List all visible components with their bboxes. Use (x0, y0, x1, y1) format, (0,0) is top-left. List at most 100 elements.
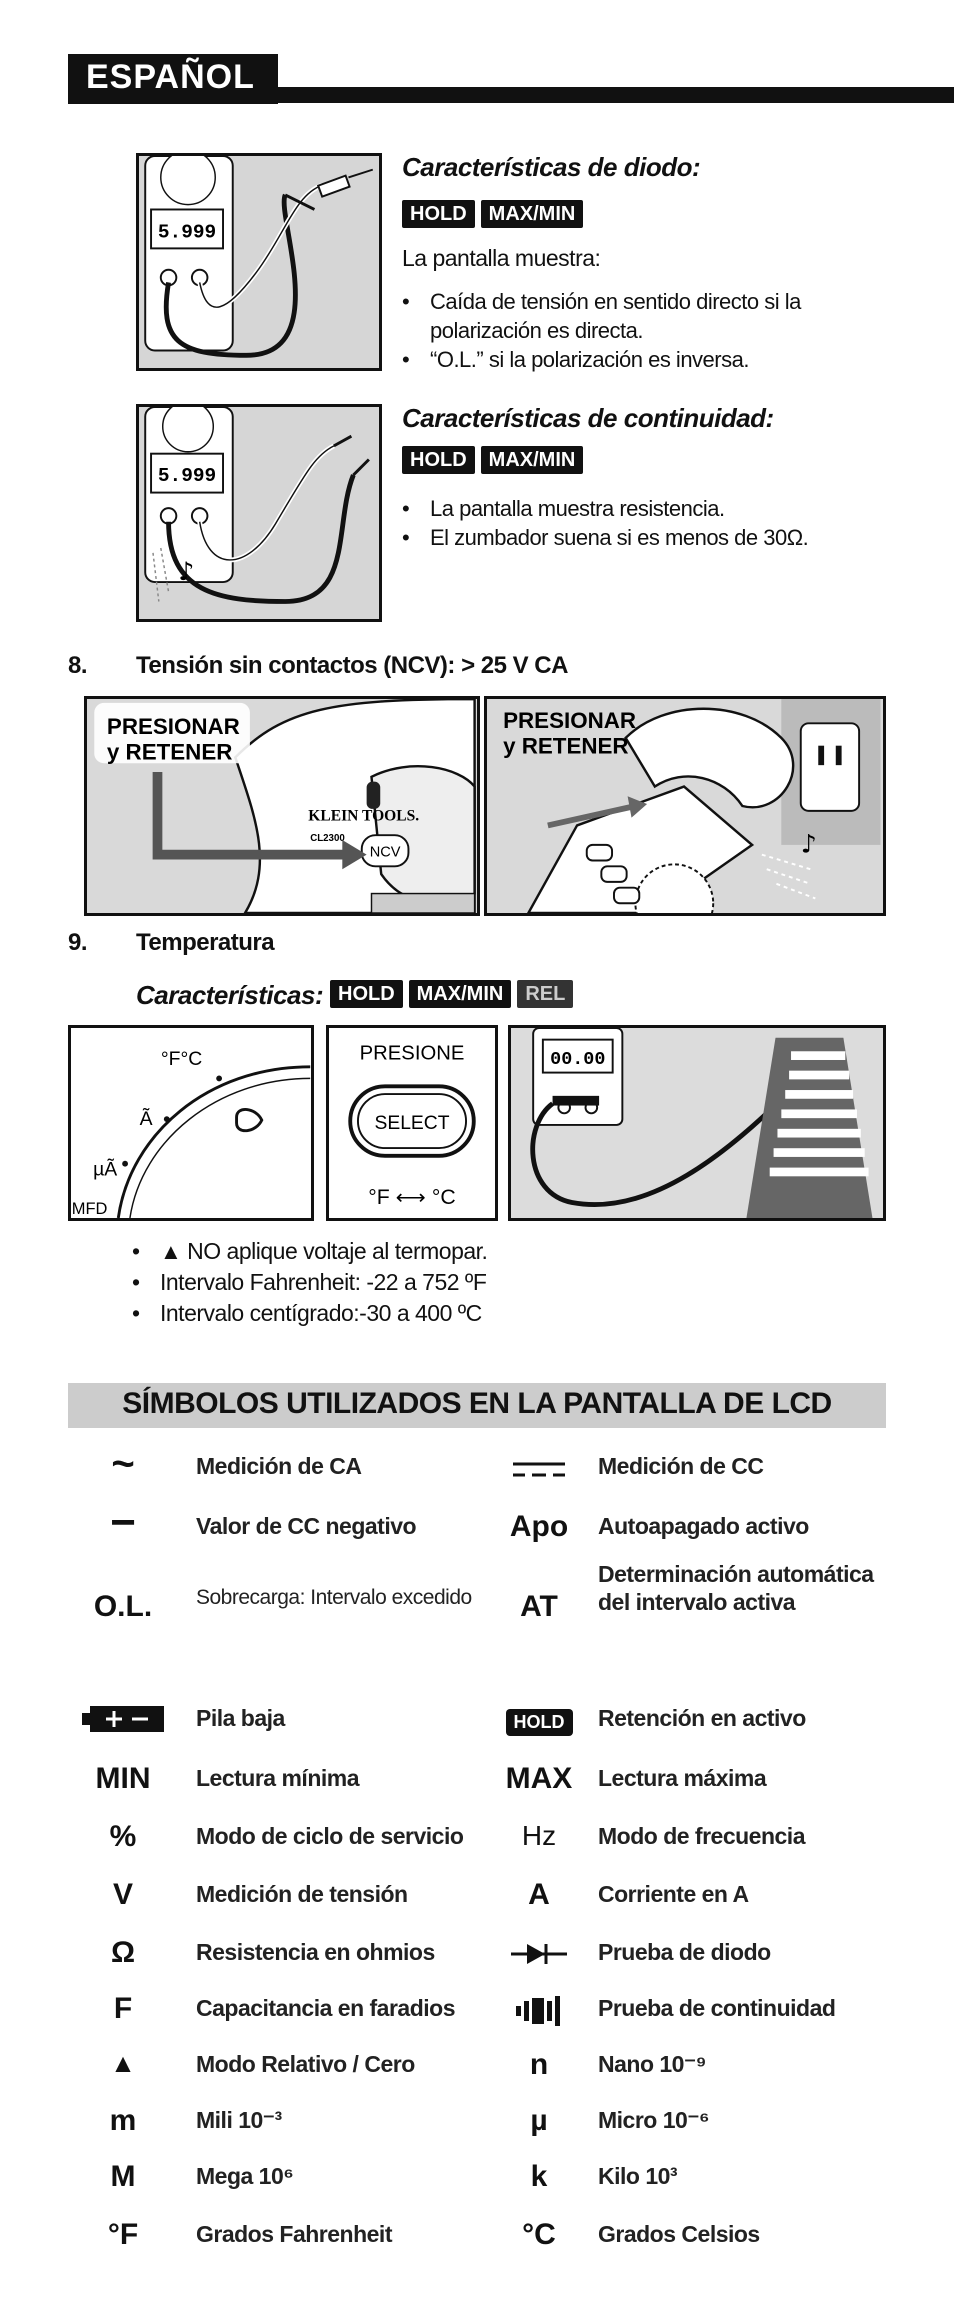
svg-text:PRESIONAR: PRESIONAR (503, 708, 636, 733)
section-number: 8. (68, 652, 88, 679)
symbol-description: Capacitancia en faradios (196, 1995, 456, 2021)
symbol-glyph: m (109, 2104, 137, 2137)
symbol-glyph: AT (520, 1590, 558, 1623)
symbol-glyph: °F (107, 2218, 139, 2251)
ncv-model: CL2300 (310, 833, 345, 844)
svg-text:y RETENER: y RETENER (503, 733, 628, 758)
section-title: Temperatura (136, 929, 275, 956)
symbol-glyph: k (530, 2160, 548, 2193)
symbol-glyph: µ (530, 2104, 548, 2137)
list-item: Intervalo centígrado:-30 a 400 ºC (130, 1298, 770, 1329)
symbol-description: Medición de CA (196, 1453, 362, 1479)
symbol-glyph: M (110, 2160, 136, 2193)
maxmin-badge: MAX/MIN (408, 980, 512, 1008)
symbol-glyph: O.L. (93, 1590, 153, 1623)
diode-bullets: Caída de tensión en sentido directo si l… (400, 287, 830, 374)
list-item: Intervalo Fahrenheit: -22 a 752 ºF (130, 1267, 770, 1298)
svg-text:PRESIONAR: PRESIONAR (107, 714, 240, 739)
ncv-illustration-left: KLEIN TOOLS. CL2300 NCV PRESIONAR y RETE… (84, 696, 480, 916)
hold-badge: HOLD (402, 200, 475, 228)
symbol-glyph: F (113, 1992, 133, 2025)
list-item: “O.L.” si la polarización es inversa. (400, 345, 830, 374)
svg-text:Ã: Ã (140, 1106, 153, 1130)
diode-illustration: 5.999 (136, 153, 382, 371)
continuity-lcd-reading: 5.999 (158, 465, 216, 487)
symbol-description: Prueba de continuidad (598, 1995, 836, 2021)
lcd-symbols-header-bar (68, 1383, 886, 1428)
symbol-description: Mili 10⁻³ (196, 2107, 282, 2133)
list-item: Caída de tensión en sentido directo si l… (400, 287, 830, 345)
unit-switch-label: °F ⟷ °C (368, 1186, 455, 1209)
symbol-description: Kilo 10³ (598, 2163, 678, 2189)
symbol-glyph: Apo (509, 1510, 569, 1543)
continuity-title: Características de continuidad: (402, 403, 774, 433)
rel-badge: REL (517, 980, 574, 1008)
language-tab: ESPAÑOL (68, 54, 278, 104)
dc-icon (484, 1450, 594, 1488)
symbol-glyph: − (110, 1498, 136, 1547)
lcd-symbols-title: SÍMBOLOS UTILIZADOS EN LA PANTALLA DE LC… (122, 1387, 832, 1420)
select-illustration: PRESIONE SELECT °F ⟷ °C (326, 1025, 498, 1221)
symbol-glyph: Ω (110, 1936, 136, 1969)
svg-text:MFD: MFD (72, 1200, 108, 1218)
symbol-glyph: MIN (95, 1762, 151, 1795)
svg-text:♪: ♪ (178, 557, 194, 586)
ncv-brand: KLEIN TOOLS. (308, 808, 419, 825)
svg-text:♪: ♪ (801, 830, 817, 859)
maxmin-badge: MAX/MIN (480, 200, 584, 228)
symbol-description: Corriente en A (598, 1881, 749, 1907)
symbol-description: Modo de ciclo de servicio (196, 1823, 464, 1849)
continuity-icon (484, 1992, 594, 2034)
list-item: La pantalla muestra resistencia. (400, 494, 860, 523)
symbol-glyph: MAX (505, 1762, 573, 1795)
symbol-description: Medición de tensión (196, 1881, 408, 1907)
hold-badge: HOLD (402, 446, 475, 474)
ncv-button: NCV (370, 845, 401, 861)
section-title: Tensión sin contactos (NCV): > 25 V CA (136, 652, 568, 679)
svg-text:°F°C: °F°C (161, 1048, 202, 1070)
maxmin-badge: MAX/MIN (480, 446, 584, 474)
symbol-glyph: n (529, 2048, 549, 2081)
temperature-bullets: ▲ NO aplique voltaje al termopar. Interv… (130, 1236, 770, 1329)
symbol-description: Retención en activo (598, 1705, 806, 1731)
symbol-description: Lectura máxima (598, 1765, 767, 1791)
dial-illustration: °F°C Ã µÃ MFD (68, 1025, 314, 1221)
list-item: El zumbador suena si es menos de 30Ω. (400, 523, 860, 552)
symbol-glyph: Hz (521, 1820, 557, 1851)
ncv-illustration-right: ♪ PRESIONAR y RETENER (484, 696, 886, 916)
diode-title: Características de diodo: (402, 152, 701, 182)
hold-symbol: HOLD (484, 1702, 594, 1736)
symbol-description: Lectura mínima (196, 1765, 360, 1791)
diode-icon (484, 1936, 594, 1974)
symbol-description: Valor de CC negativo (196, 1513, 417, 1539)
symbol-description: Determinación automática del intervalo a… (598, 1561, 874, 1615)
symbol-description: Grados Celsios (598, 2221, 760, 2247)
svg-text:µÃ: µÃ (93, 1156, 117, 1180)
symbol-description: Pila baja (196, 1705, 285, 1731)
diode-lcd-reading: 5.999 (158, 222, 216, 244)
symbol-glyph: V (112, 1878, 133, 1911)
warning-icon: ▲ (160, 1239, 182, 1264)
press-label: PRESIONE (360, 1042, 465, 1064)
continuity-bullets: La pantalla muestra resistencia. El zumb… (400, 494, 860, 552)
symbol-description: Micro 10⁻⁶ (598, 2107, 710, 2133)
thermo-lcd-reading: 00.00 (550, 1049, 605, 1070)
symbol-description: Grados Fahrenheit (196, 2221, 392, 2247)
list-item: ▲ NO aplique voltaje al termopar. (130, 1236, 770, 1267)
section-number: 9. (68, 929, 88, 956)
battery-icon (68, 1702, 178, 1740)
symbol-description: Prueba de diodo (598, 1939, 771, 1965)
symbol-description: Mega 10⁶ (196, 2163, 294, 2189)
symbol-description: Modo de frecuencia (598, 1823, 805, 1849)
symbol-glyph: °C (522, 2218, 556, 2251)
symbol-description: Nano 10⁻⁹ (598, 2051, 707, 2077)
continuity-illustration: 5.999 ♪ (136, 404, 382, 622)
symbol-description: Modo Relativo / Cero (196, 2051, 415, 2077)
thermocouple-illustration: 00.00 (508, 1025, 886, 1221)
temperature-features-label: Características: (136, 980, 324, 1010)
symbol-glyph: ▲ (110, 2048, 136, 2078)
symbol-description: Sobrecarga: Intervalo excedido (196, 1586, 472, 1609)
